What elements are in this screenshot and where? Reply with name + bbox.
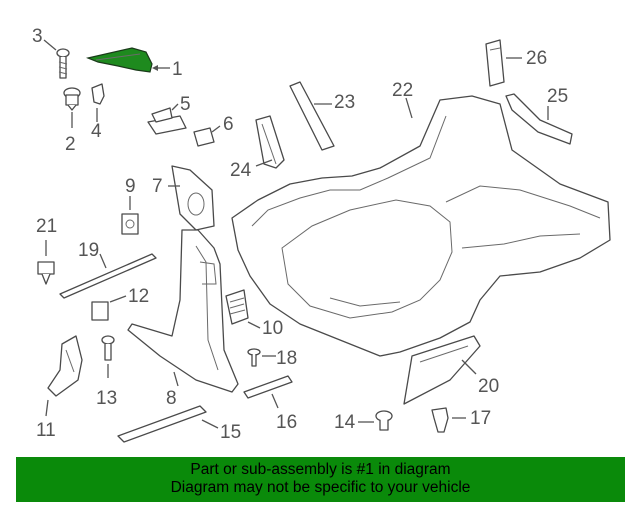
callout-18: 18 — [276, 348, 297, 369]
part-5-bracket[interactable] — [147, 107, 187, 135]
callout-16: 16 — [276, 412, 297, 433]
part-16-sill[interactable] — [243, 375, 293, 399]
callout-11: 11 — [36, 420, 56, 441]
callout-7: 7 — [152, 176, 163, 197]
callout-24: 24 — [230, 160, 252, 181]
part-18-pin[interactable] — [247, 348, 261, 367]
parts-diagram: 1 3 2 4 5 6 26 23 — [32, 26, 611, 443]
callout-8: 8 — [166, 388, 177, 409]
part-12-clip[interactable] — [91, 301, 109, 321]
callout-17: 17 — [470, 408, 491, 429]
banner-line-1: Part or sub-assembly is #1 in diagram — [190, 461, 451, 478]
part-11-kick-panel[interactable] — [47, 335, 83, 397]
callout-4: 4 — [91, 121, 102, 142]
callout-26: 26 — [526, 48, 547, 69]
callout-5: 5 — [180, 94, 191, 115]
callout-3: 3 — [32, 26, 43, 47]
part-2-clip[interactable] — [63, 87, 81, 111]
part-14-clip[interactable] — [375, 410, 393, 431]
part-22-carpet[interactable] — [231, 95, 611, 357]
callout-9: 9 — [125, 176, 136, 197]
part-10-vent[interactable] — [225, 289, 249, 325]
callout-1: 1 — [172, 59, 183, 80]
callout-22: 22 — [392, 80, 413, 101]
part-23-strip[interactable] — [289, 81, 335, 151]
callout-14: 14 — [334, 412, 356, 433]
callout-2: 2 — [65, 134, 76, 155]
part-25-trim[interactable] — [505, 93, 573, 145]
banner-line-2: Diagram may not be specific to your vehi… — [170, 479, 471, 496]
info-banner: Part or sub-assembly is #1 in diagram Di… — [16, 457, 625, 502]
callout-6: 6 — [223, 114, 234, 135]
part-21-clip[interactable] — [37, 261, 55, 285]
part-24-trim[interactable] — [255, 115, 285, 169]
part-3-screw[interactable] — [56, 48, 70, 79]
part-8-side-trim[interactable] — [127, 229, 239, 393]
callout-15: 15 — [220, 422, 241, 443]
callout-12: 12 — [128, 286, 149, 307]
part-15-strip[interactable] — [117, 405, 207, 443]
part-7-pillar-trim[interactable] — [171, 165, 215, 231]
callout-20: 20 — [478, 376, 499, 397]
part-4-bracket[interactable] — [91, 83, 105, 105]
callout-13: 13 — [96, 388, 117, 409]
part-6-clip[interactable] — [193, 127, 215, 147]
callout-21: 21 — [36, 216, 57, 237]
callout-23: 23 — [334, 92, 355, 113]
part-26-panel[interactable] — [485, 39, 505, 87]
part-9-clip[interactable] — [121, 213, 139, 235]
part-19-strip[interactable] — [59, 253, 157, 299]
callout-25: 25 — [547, 86, 568, 107]
callout-19: 19 — [78, 240, 99, 261]
callout-10: 10 — [262, 318, 283, 339]
part-17-clip[interactable] — [431, 407, 449, 433]
part-13-screw[interactable] — [101, 335, 115, 361]
part-1-highlighted[interactable] — [85, 47, 153, 73]
